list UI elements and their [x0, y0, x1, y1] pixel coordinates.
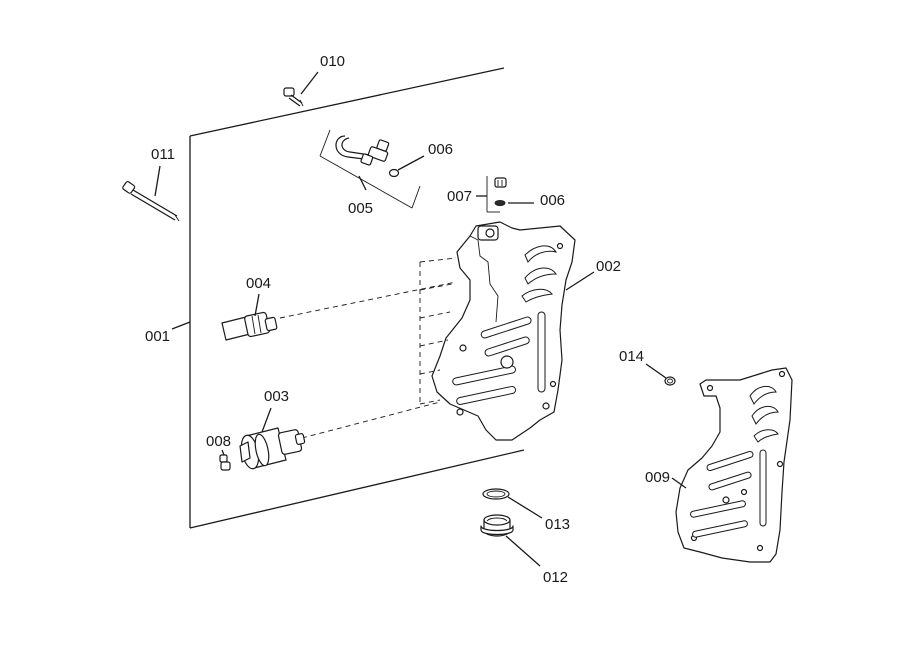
part-006-o-ring-lower — [494, 199, 506, 206]
label-012: 012 — [543, 569, 568, 586]
part-012-plug — [480, 514, 514, 537]
label-004: 004 — [246, 275, 271, 292]
leader-013 — [507, 496, 543, 519]
label-010: 010 — [320, 53, 345, 70]
leader-005 — [358, 175, 367, 191]
part-009-intermediate-plate — [675, 367, 793, 563]
leader-006-upper — [397, 155, 425, 171]
part-007-valve — [486, 176, 507, 213]
label-013: 013 — [545, 516, 570, 533]
label-008: 008 — [206, 433, 231, 450]
part-labels: 010 011 006 005 007 006 002 004 001 014 … — [145, 53, 670, 586]
part-003-solenoid — [239, 427, 306, 470]
part-010-bolt — [283, 87, 304, 107]
leader-012 — [505, 535, 541, 567]
leader-004 — [254, 293, 260, 317]
label-001: 001 — [145, 328, 170, 345]
label-006-upper: 006 — [428, 141, 453, 158]
label-014: 014 — [619, 348, 644, 365]
part-011-long-bolt — [122, 181, 180, 222]
part-005-wire-harness — [319, 129, 421, 209]
leader-003 — [261, 407, 272, 433]
leader-002 — [565, 271, 595, 291]
label-009: 009 — [645, 469, 670, 486]
part-014-seal — [664, 376, 676, 386]
label-005: 005 — [348, 200, 373, 217]
part-008-screw — [219, 454, 231, 471]
label-011: 011 — [151, 146, 175, 163]
part-002-valve-body — [431, 221, 576, 441]
part-004-solenoid-valve — [221, 311, 278, 341]
leader-014 — [645, 363, 667, 379]
label-002: 002 — [596, 258, 621, 275]
assembly-guides — [279, 257, 457, 439]
assembly-panel — [189, 67, 525, 529]
leader-011 — [154, 165, 161, 197]
leader-009 — [671, 477, 687, 489]
part-013-o-ring — [482, 488, 510, 500]
label-003: 003 — [264, 388, 289, 405]
part-006-o-ring-upper — [388, 168, 400, 178]
leader-010 — [300, 71, 319, 95]
label-006-lower: 006 — [540, 192, 565, 209]
leader-008 — [221, 449, 225, 456]
leader-001 — [171, 321, 191, 330]
label-007: 007 — [447, 188, 472, 205]
